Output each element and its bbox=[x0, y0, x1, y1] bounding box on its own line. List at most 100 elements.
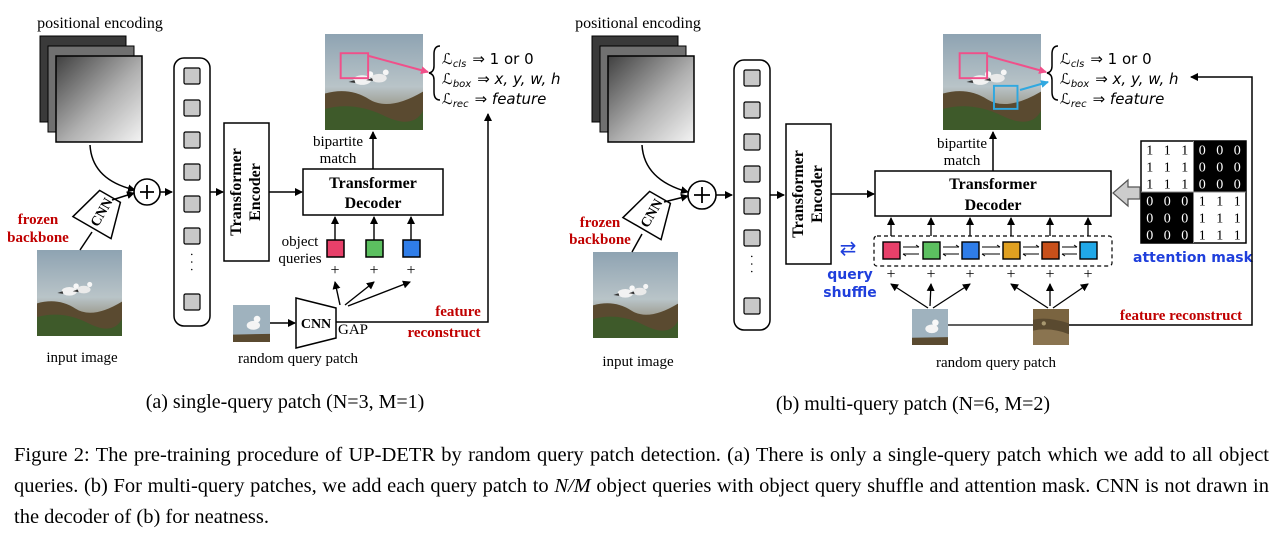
query-label-b: query bbox=[827, 267, 873, 283]
mask-cell-bg bbox=[1141, 226, 1159, 243]
object-label-a: object bbox=[282, 234, 319, 250]
add-circle-a bbox=[133, 178, 161, 206]
mask-cell: 1 bbox=[1164, 161, 1171, 176]
cnn-gap-a: CNN GAP bbox=[295, 297, 368, 349]
svg-text:Encoder: Encoder bbox=[809, 165, 826, 223]
mask-cell: 1 bbox=[1199, 229, 1206, 244]
mask-cell: 1 bbox=[1181, 178, 1188, 193]
loss-block-b: ℒcls⇒ 1 or 0 ℒbox⇒ x, y, w, h ℒrec⇒ feat… bbox=[1046, 45, 1179, 110]
mask-cell: 0 bbox=[1181, 212, 1188, 227]
mask-cell: 1 bbox=[1234, 212, 1241, 227]
frozen-label-a: frozen bbox=[18, 212, 59, 228]
mask-cell: 0 bbox=[1199, 161, 1206, 176]
mask-cell-bg bbox=[1193, 158, 1211, 175]
figure-caption: Figure 2: The pre-training procedure of … bbox=[14, 444, 1269, 528]
query-patch-1-b bbox=[912, 309, 948, 345]
mask-cell-bg bbox=[1158, 209, 1176, 226]
mask-cell-bg bbox=[1228, 158, 1246, 175]
mask-cell: 0 bbox=[1146, 195, 1153, 210]
backbone-label-b: backbone bbox=[569, 232, 631, 248]
svg-text:ℒbox⇒ x, y, w, h: ℒbox⇒ x, y, w, h bbox=[1060, 70, 1179, 90]
reconstruct-label-a: reconstruct bbox=[407, 325, 480, 341]
svg-text:+: + bbox=[330, 262, 339, 279]
mask-cell-bg bbox=[1211, 175, 1229, 192]
svg-text:ℒcls⇒ 1 or 0: ℒcls⇒ 1 or 0 bbox=[442, 50, 534, 70]
positional-encoding-stack bbox=[39, 35, 143, 143]
ellipsis-b: · · · bbox=[745, 254, 760, 274]
panel-b: positional encoding CNN frozen backbone … bbox=[569, 15, 1253, 415]
mask-cell: 1 bbox=[1234, 195, 1241, 210]
mask-cell: 0 bbox=[1146, 212, 1153, 227]
shuffle-arrows bbox=[902, 244, 1078, 257]
mask-cell: 0 bbox=[1199, 178, 1206, 193]
svg-text:+: + bbox=[1006, 266, 1015, 283]
figure-2: positional encoding CNN frozen backbone … bbox=[7, 15, 1253, 415]
mask-cell-bg bbox=[1228, 141, 1246, 158]
caption-a: (a) single-query patch (N=3, M=1) bbox=[146, 391, 425, 413]
bipartite-label-a: bipartite bbox=[313, 134, 363, 150]
query-red-a bbox=[326, 239, 345, 258]
query-up-arrows-b bbox=[887, 217, 1092, 236]
mask-cell-bg bbox=[1176, 226, 1194, 243]
mask-cell: 0 bbox=[1164, 212, 1171, 227]
feature-label-a: feature bbox=[435, 304, 481, 320]
mask-cell-bg bbox=[1211, 158, 1229, 175]
positional-encoding-label: positional encoding bbox=[37, 15, 163, 32]
mask-cell: 0 bbox=[1164, 229, 1171, 244]
mask-cell: 0 bbox=[1146, 229, 1153, 244]
frozen-label-b: frozen bbox=[580, 215, 621, 231]
mask-cell: 1 bbox=[1146, 144, 1153, 159]
mask-cell: 1 bbox=[1199, 212, 1206, 227]
mask-cell: 0 bbox=[1181, 195, 1188, 210]
mask-cell: 0 bbox=[1181, 229, 1188, 244]
add-circle-b bbox=[687, 180, 717, 210]
svg-text:ℒrec⇒ feature: ℒrec⇒ feature bbox=[442, 90, 546, 110]
svg-text:+: + bbox=[369, 262, 378, 279]
input-image-a bbox=[37, 250, 122, 336]
mask-cell: 0 bbox=[1234, 144, 1241, 159]
svg-text:Transformer: Transformer bbox=[790, 150, 807, 238]
random-query-patch-label-b: random query patch bbox=[936, 355, 1056, 371]
input-image-b bbox=[593, 252, 678, 338]
transformer-encoder-a: Transformer Encoder bbox=[223, 122, 270, 262]
mask-cell-bg bbox=[1141, 209, 1159, 226]
transformer-decoder-b: Transformer Decoder bbox=[874, 170, 1112, 217]
svg-text:+: + bbox=[406, 262, 415, 279]
mask-cell: 0 bbox=[1234, 178, 1241, 193]
svg-text:Transformer: Transformer bbox=[949, 176, 1037, 193]
svg-text:+: + bbox=[886, 266, 895, 283]
svg-text:+: + bbox=[1045, 266, 1054, 283]
svg-text:ℒbox⇒ x, y, w, h: ℒbox⇒ x, y, w, h bbox=[442, 70, 561, 90]
mask-cell: 1 bbox=[1146, 178, 1153, 193]
mask-cell-bg bbox=[1193, 175, 1211, 192]
object-queries-b bbox=[882, 241, 1098, 260]
patch-arrows-b bbox=[890, 283, 1089, 309]
token-column-b: · · · bbox=[733, 59, 771, 331]
caption-b: (b) multi-query patch (N=6, M=2) bbox=[776, 393, 1050, 415]
positional-encoding-stack-b bbox=[591, 35, 695, 143]
query-patch-2-b bbox=[1033, 309, 1069, 345]
mask-cell-bg bbox=[1158, 226, 1176, 243]
shuffle-label-b: shuffle bbox=[823, 285, 876, 301]
mask-cell: 1 bbox=[1216, 229, 1223, 244]
object-queries-a: + + + bbox=[326, 216, 421, 279]
mask-cell: 1 bbox=[1181, 161, 1188, 176]
mask-cell-bg bbox=[1193, 141, 1211, 158]
transformer-decoder-a: Transformer Decoder bbox=[302, 168, 444, 216]
match-label-a: match bbox=[320, 151, 357, 167]
mask-cell: 0 bbox=[1216, 178, 1223, 193]
mask-cell: 0 bbox=[1216, 144, 1223, 159]
mask-cell: 1 bbox=[1199, 195, 1206, 210]
random-query-patch-a bbox=[233, 305, 270, 342]
svg-text:Transformer: Transformer bbox=[228, 148, 245, 236]
attention-mask-label: attention mask bbox=[1133, 250, 1254, 266]
mask-cell: 1 bbox=[1234, 229, 1241, 244]
cnn-backbone-b: CNN bbox=[621, 190, 672, 241]
detection-image-a bbox=[325, 34, 423, 130]
svg-text:Encoder: Encoder bbox=[247, 163, 264, 221]
mask-cell: 0 bbox=[1216, 161, 1223, 176]
query-green-a bbox=[365, 239, 384, 258]
mask-cell: 0 bbox=[1199, 144, 1206, 159]
input-image-label-a: input image bbox=[46, 350, 118, 366]
mask-cell: 0 bbox=[1234, 161, 1241, 176]
